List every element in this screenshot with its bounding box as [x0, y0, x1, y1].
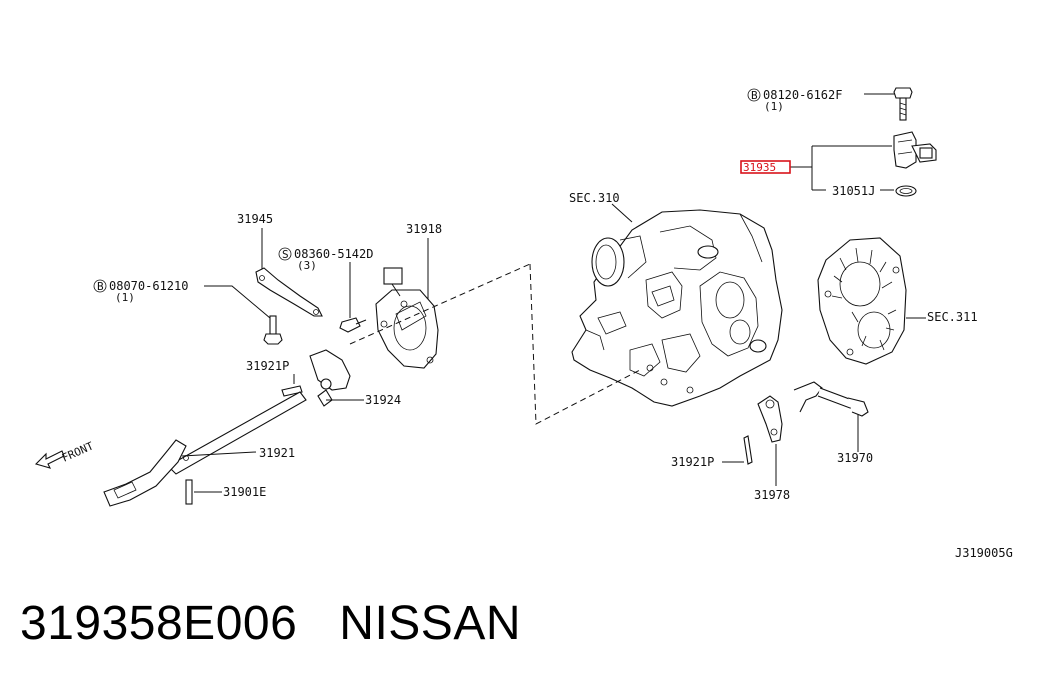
bolt-top-symbol: B	[751, 89, 758, 102]
bolt-left-drawing	[263, 315, 283, 345]
bolt-left-symbol: B	[97, 280, 104, 293]
caption: 319358E006 NISSAN	[20, 596, 521, 651]
pin-left-drawing	[281, 385, 303, 397]
detent-plate-drawing	[309, 349, 351, 407]
caption-brand: NISSAN	[339, 597, 521, 650]
label-31921P-left[interactable]: 31921P	[246, 359, 289, 373]
label-31921P-right[interactable]: 31921P	[671, 455, 714, 469]
screw-symbol: S	[282, 248, 289, 261]
bolt-top-drawing	[893, 87, 913, 121]
label-31945[interactable]: 31945	[237, 212, 273, 226]
label-31978[interactable]: 31978	[754, 488, 790, 502]
screw-qty: (3)	[297, 259, 317, 272]
bolt-top-callout: B 08120-6162F (1)	[747, 88, 895, 113]
dashed-link-lower	[529, 263, 641, 425]
label-31924[interactable]: 31924	[365, 393, 401, 407]
highlight-31935-box	[740, 160, 791, 174]
bolt-left-callout: B 08070-61210 (1)	[93, 279, 271, 319]
label-31918[interactable]: 31918	[406, 222, 442, 236]
bolt-top-number: 08120-6162F	[763, 88, 842, 102]
dashed-link-upper	[349, 263, 531, 345]
transmission-case-drawing	[571, 209, 783, 407]
label-sec-311[interactable]: SEC.311	[927, 310, 978, 324]
sensor-bracket-lines	[790, 145, 894, 191]
label-sec-310[interactable]: SEC.310	[569, 191, 620, 205]
screw-callout: S 08360-5142D (3)	[278, 247, 373, 318]
caption-part-number: 319358E006	[20, 597, 298, 650]
shift-rod-drawing	[103, 391, 307, 507]
shift-cable-drawing	[793, 381, 869, 417]
label-31901E[interactable]: 31901E	[223, 485, 266, 499]
pin-right-drawing	[743, 435, 753, 465]
speed-sensor-drawing	[893, 131, 937, 169]
reference-code: J319005G	[955, 546, 1013, 560]
o-ring-drawing	[895, 185, 917, 197]
front-label: FRONT	[60, 439, 96, 464]
bolt-left-number: 08070-61210	[109, 279, 188, 293]
side-cover-drawing	[817, 237, 907, 365]
pin-31901E-drawing	[185, 479, 193, 505]
screw-drawing	[339, 317, 367, 333]
label-31051J[interactable]: 31051J	[832, 184, 875, 198]
label-31921[interactable]: 31921	[259, 446, 295, 460]
front-arrow: FRONT	[34, 439, 96, 469]
screw-number: 08360-5142D	[294, 247, 373, 261]
bolt-top-qty: (1)	[764, 100, 784, 113]
range-switch-drawing	[375, 267, 439, 369]
label-31935-highlighted[interactable]: 31935	[743, 161, 776, 174]
bolt-left-qty: (1)	[115, 291, 135, 304]
shift-bracket-drawing	[255, 267, 323, 317]
label-31970[interactable]: 31970	[837, 451, 873, 465]
manual-lever-drawing	[757, 395, 783, 443]
